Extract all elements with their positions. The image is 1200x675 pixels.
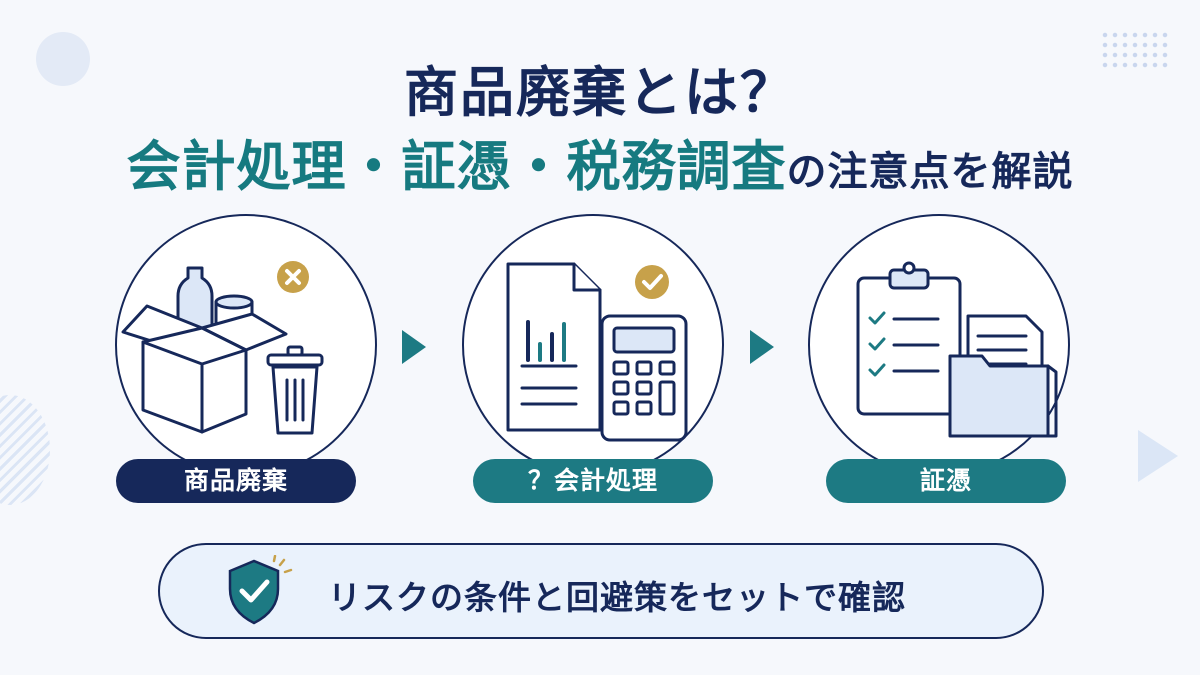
box-bottle-trash-icon xyxy=(121,266,324,435)
decorative-stripes xyxy=(0,395,50,505)
summary-text: リスクの条件と回避策をセットで確認 xyxy=(328,578,906,617)
step-1-label: 商品廃棄 xyxy=(116,459,356,503)
clipboard-checklist-folder-icon xyxy=(856,261,1058,438)
summary-box: リスクの条件と回避策をセットで確認 xyxy=(158,543,1044,639)
title-highlight: 会計処理・証憑・税務調査 xyxy=(126,135,787,198)
decorative-triangle xyxy=(1138,430,1178,482)
step-3-label: 証憑 xyxy=(826,459,1066,503)
title-rest: の注意点を解説 xyxy=(786,149,1074,195)
step-2-circle xyxy=(462,214,724,476)
title-line-2: 会計処理・証憑・税務調査の注意点を解説 xyxy=(0,122,1200,201)
check-badge-icon xyxy=(635,265,669,299)
x-badge-icon xyxy=(277,261,309,293)
title-line-1: 商品廃棄とは？ xyxy=(404,61,796,124)
step-3-circle xyxy=(808,214,1070,476)
step-1-circle xyxy=(115,214,377,476)
step-2-label: ？会計処理 xyxy=(473,459,713,503)
arrow-right-icon xyxy=(402,330,426,364)
document-chart-calculator-icon xyxy=(506,262,688,442)
decorative-dot-grid xyxy=(1100,30,1170,70)
shield-check-icon xyxy=(228,555,293,625)
arrow-right-icon xyxy=(750,330,774,364)
decorative-circle xyxy=(36,32,90,86)
